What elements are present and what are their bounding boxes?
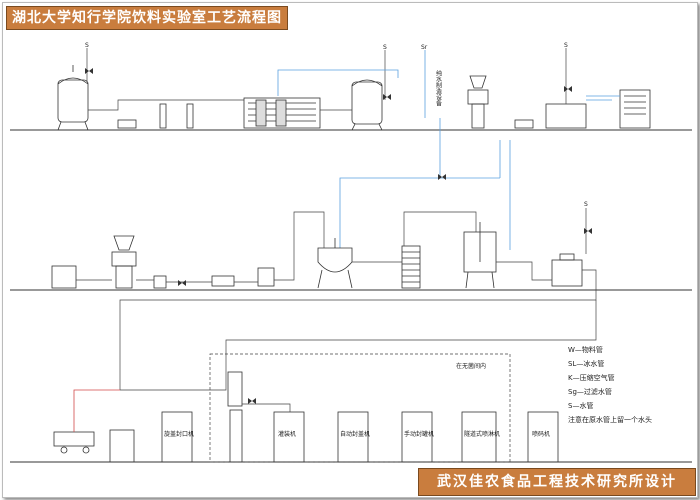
seal-machine-box: [161, 411, 193, 463]
colloid-mill-2: [111, 235, 137, 289]
material-pipe-to-filling: [119, 269, 597, 390]
raw-water-tank: [57, 65, 89, 131]
sterile-room-label: 在无菌间内: [456, 362, 486, 370]
water-marker-2: S: [383, 44, 387, 51]
blending-tank: [463, 222, 497, 289]
water-marker-4: S: [584, 201, 588, 208]
can-machine-label: 手动封罐机: [404, 430, 434, 438]
cold-water-chiller: [545, 89, 651, 129]
product-tank: [109, 429, 135, 463]
legend-note: 注意在原水管上留一个水头: [568, 415, 652, 424]
water-pump-1: [117, 119, 137, 129]
water-marker-1: S: [85, 42, 89, 49]
reverse-osmosis-unit: [243, 97, 321, 129]
cold-water-pipe-top: [277, 69, 399, 96]
legend-item: Sg—过滤水管: [568, 387, 612, 396]
sterile-room-boundary: [209, 353, 511, 463]
material-pipe-row3: [120, 300, 597, 391]
compressed-air-pipe: [73, 389, 120, 432]
filter-r2: [257, 267, 275, 287]
material-pipe-exchanger-tank: [403, 211, 477, 246]
cold-water-pipe-chiller: [586, 95, 620, 101]
sterilizer-label: 隧道式喷淋机: [464, 430, 500, 438]
plate-heat-exchanger: [401, 245, 421, 289]
legend-item: K—压缩空气管: [568, 373, 615, 382]
homogenizer: [551, 253, 583, 287]
legend-item: SL—冰水管: [568, 359, 604, 368]
cap-machine-label: 自动封盖机: [340, 430, 370, 438]
colloid-mill: [467, 75, 489, 129]
pump-r2b: [211, 275, 235, 287]
legend-item: S—水管: [568, 401, 593, 410]
air-compressor: [53, 431, 95, 454]
pump-3: [514, 119, 534, 129]
pump-r2a: [153, 275, 167, 289]
jacketed-kettle: [317, 238, 353, 289]
sand-filter: [159, 103, 194, 129]
valve-markers: [85, 68, 592, 404]
labeler-box: [527, 411, 559, 463]
seal-machine-label: 旋盖封口机: [164, 430, 194, 438]
filling-machine-label: 灌装机: [278, 430, 296, 438]
cold-water-branch: [339, 118, 441, 248]
labeler-label: 喷码机: [532, 430, 550, 438]
material-pipe-tank-homogenizer: [496, 261, 552, 281]
sterilizer-box: [461, 411, 497, 463]
soft-water-device-label: 纯水制造设备: [435, 69, 442, 107]
can-machine-box: [401, 411, 433, 463]
cold-water-riser: [499, 140, 511, 250]
material-pipe-r2: [76, 279, 258, 283]
material-pipe-filling: [242, 403, 291, 412]
material-pipe-to-kettle: [274, 211, 325, 281]
filling-station: [227, 371, 243, 463]
holding-tank-small: [51, 265, 77, 289]
filling-machine-box: [273, 411, 305, 463]
soft-water-marker: Sr: [421, 44, 428, 51]
diagram-title: 湖北大学知行学院饮料实验室工艺流程图: [6, 6, 288, 30]
legend-item: W—物料管: [568, 345, 603, 354]
designer-footer: 武汉佳农食品工程技术研究所设计: [418, 468, 696, 496]
pure-water-tank: [351, 79, 383, 131]
material-pipe-r1: [88, 99, 244, 111]
legend: W—物料管 SL—冰水管 K—压缩空气管 Sg—过滤水管 S—水管 注意在原水管…: [568, 345, 652, 424]
cap-machine-box: [337, 411, 369, 463]
water-marker-3: S: [564, 42, 568, 49]
